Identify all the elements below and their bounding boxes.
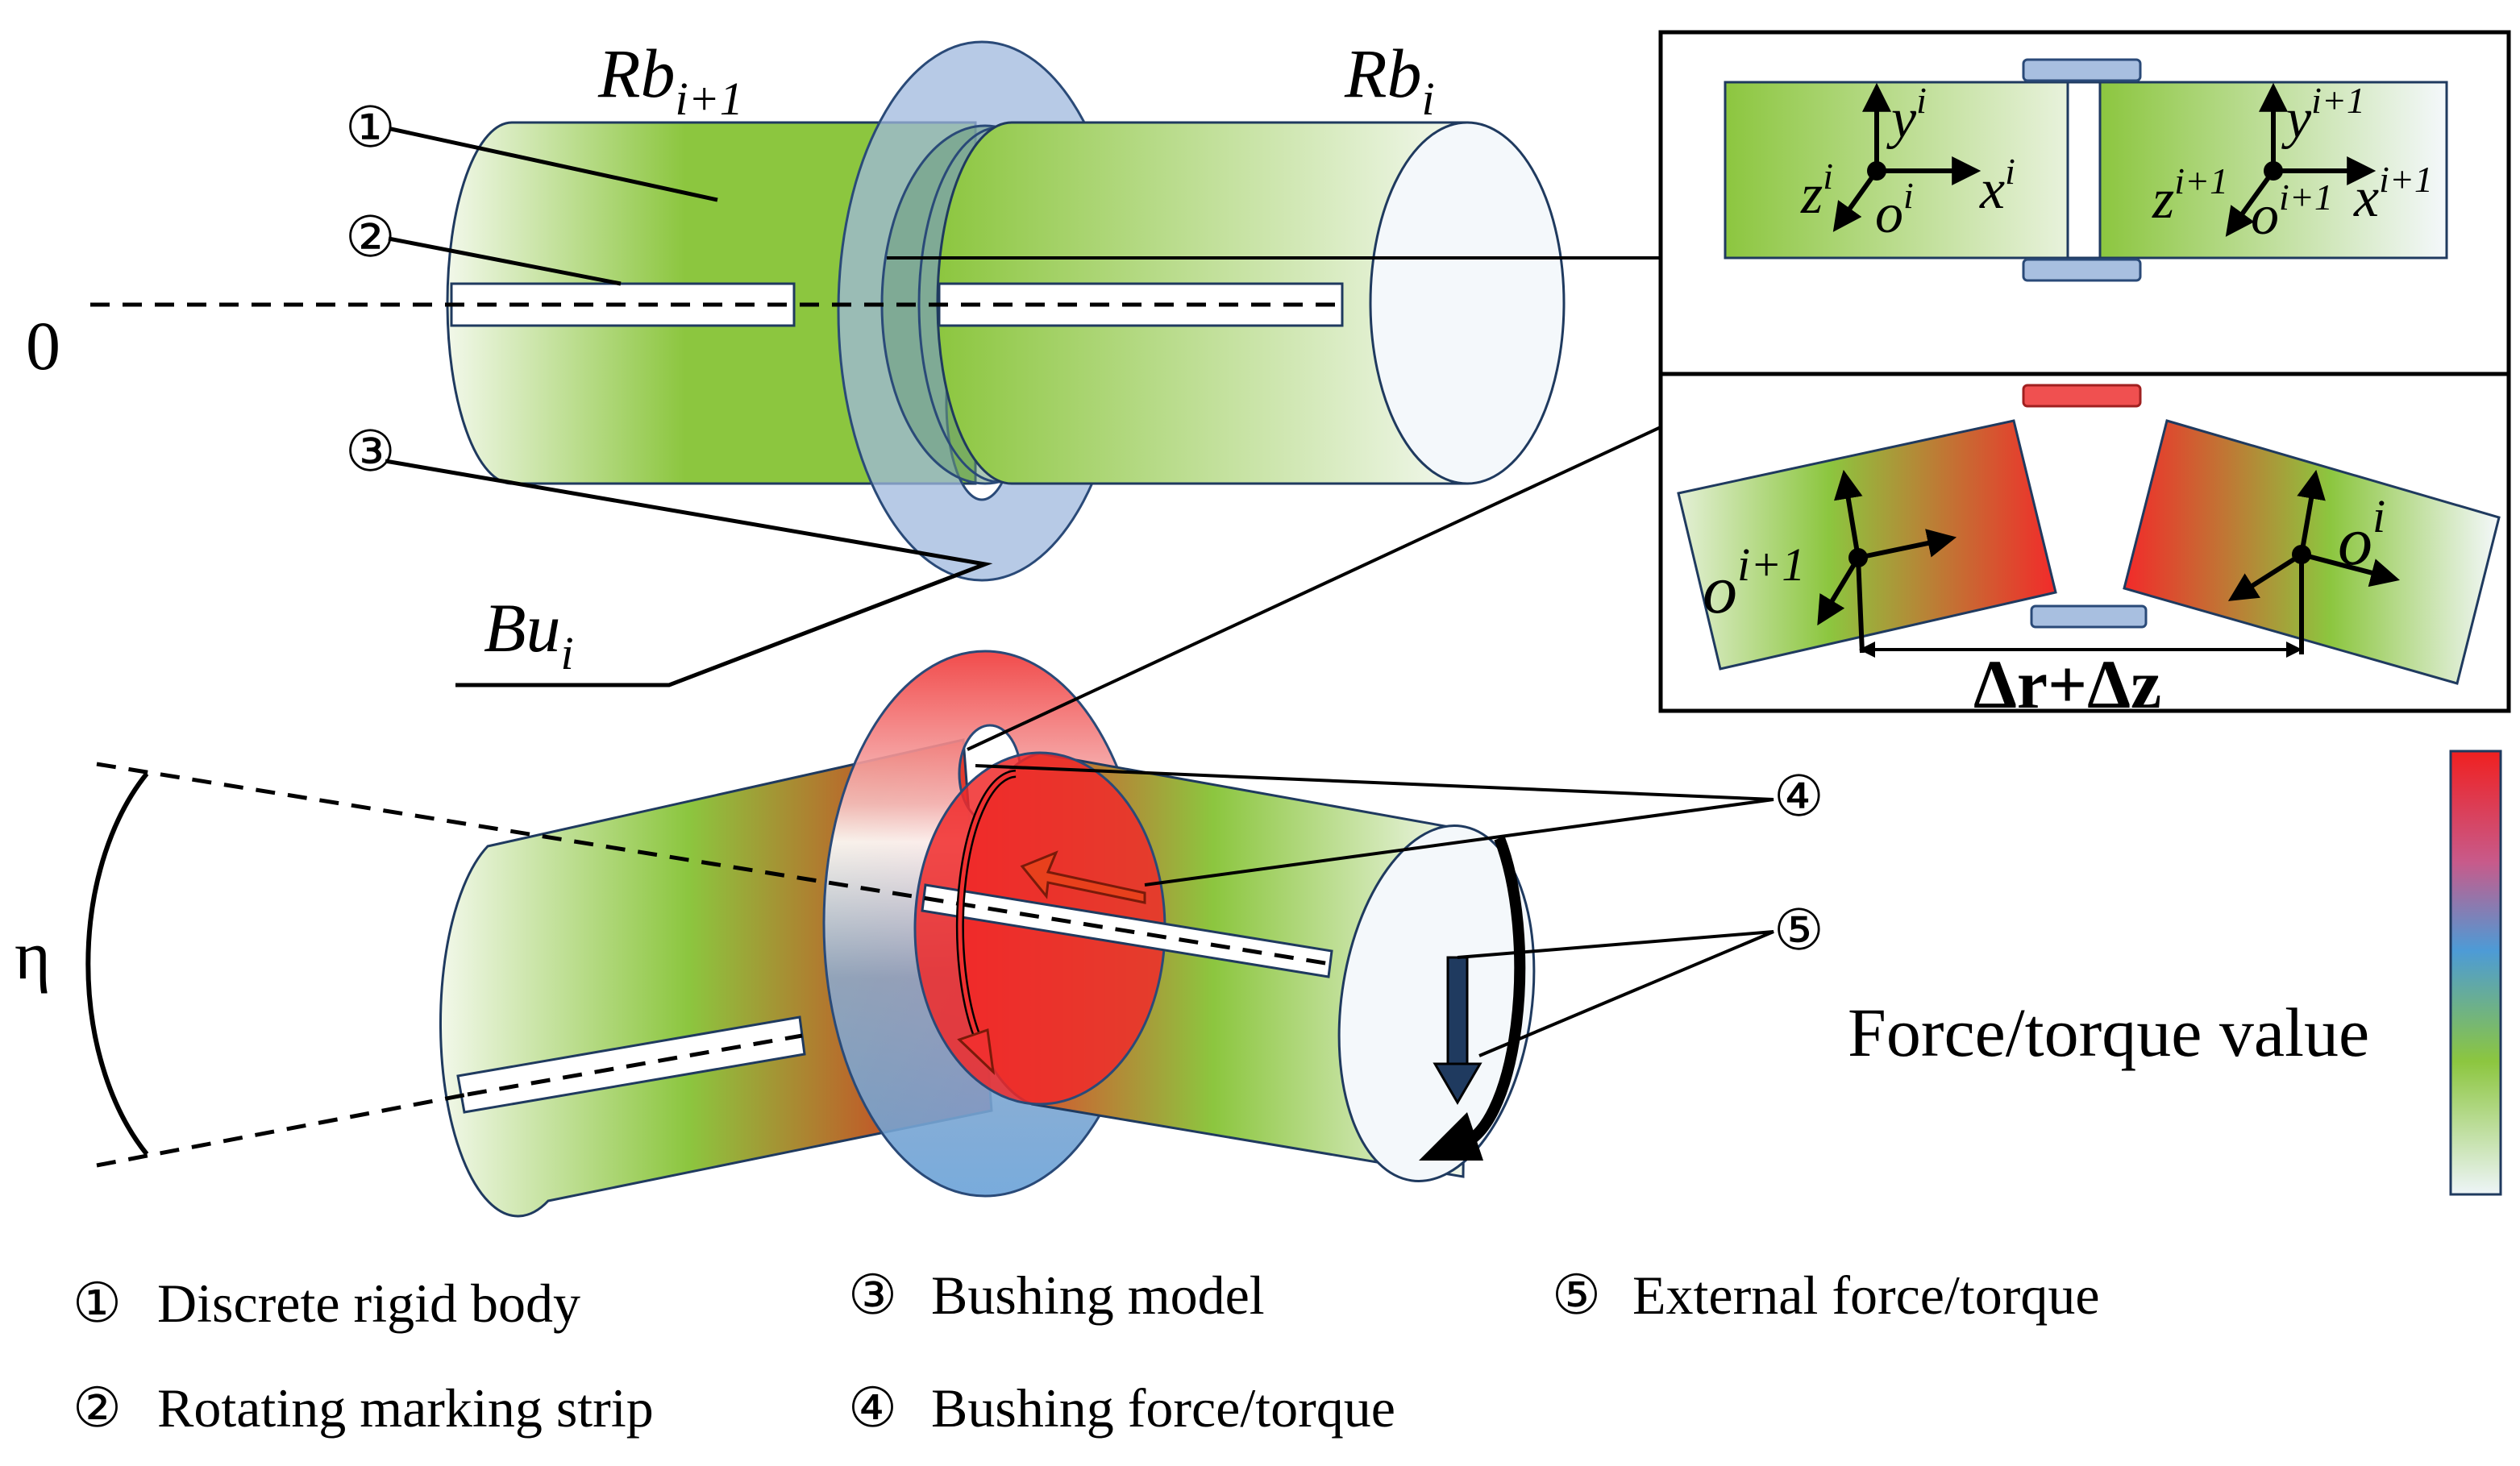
leader-line-5 <box>1457 930 1774 1057</box>
bushing-torque-arrowhead <box>957 1028 996 1076</box>
axes-deflected-left <box>1817 469 1957 654</box>
bushing-force-arrow <box>1020 850 1146 904</box>
inset-panels: yi xi zi oi yi+1 xi+1 zi+1 oi+1 <box>1658 30 2511 723</box>
lower-axis-dashed-bottom <box>96 1092 468 1168</box>
inset-bushing-top <box>2022 58 2142 82</box>
circled-marker-1: ① <box>345 98 396 160</box>
rb-cur-label: Rbi <box>1344 35 1435 125</box>
legend-marker-3: ③ <box>848 1265 897 1326</box>
rigid-body-right-lower-end-face <box>1337 824 1536 1182</box>
lower-axis-dashed-left <box>467 1033 803 1097</box>
axis-y-i: yi <box>1886 80 1927 150</box>
legend-text-3: Bushing model <box>931 1265 1265 1326</box>
circled-marker-5: ⑤ <box>1774 900 1824 962</box>
lower-assembly: η <box>15 426 1774 1218</box>
leader-line-4 <box>975 764 1774 887</box>
origin-dot-deflected-right <box>2292 545 2311 564</box>
rb-cur-base: Rb <box>1344 35 1422 112</box>
inset-bushing-lower <box>2030 604 2148 629</box>
inset-body-deflected-right <box>2123 419 2501 685</box>
force-torque-value-label: Force/torque value <box>1848 994 2369 1071</box>
legend-marker-1: ① <box>73 1273 122 1334</box>
rb-next-base: Rb <box>597 35 676 112</box>
rb-next-label: Rbi+1 <box>597 35 743 125</box>
legend-text-2: Rotating marking strip <box>157 1377 654 1439</box>
origin-o-i1: oi+1 <box>2251 177 2333 247</box>
rigid-body-right-end-face <box>1369 121 1566 485</box>
inset-body-deflected-left <box>1677 419 2057 671</box>
leader-line-to-inset-bottom <box>967 426 1661 751</box>
leader-line-1 <box>390 127 718 202</box>
axes-frame-i <box>1832 82 1981 232</box>
eta-angle-arc <box>85 772 149 1156</box>
top-assembly <box>90 40 1662 687</box>
lower-axis-dashed-top <box>96 762 1331 966</box>
legend-text-1: Discrete rigid body <box>157 1273 580 1334</box>
external-torque-arrowhead <box>1419 1112 1483 1161</box>
inset-gap <box>2066 81 2102 260</box>
legend-marker-2: ② <box>73 1377 122 1439</box>
inset-bushing-red <box>2022 384 2142 408</box>
axis-x-i: xi <box>1979 151 2015 221</box>
axis-z-i: zi <box>1800 156 1833 226</box>
circled-marker-2: ② <box>345 207 396 269</box>
legend-text-4: Bushing force/torque <box>931 1377 1395 1439</box>
bu-base: Bu <box>484 589 561 667</box>
inset-bushing-bottom <box>2022 258 2142 282</box>
origin-o-lower-right: oi <box>2338 490 2385 579</box>
bu-label: Bui <box>484 589 574 679</box>
legend-text-5: External force/torque <box>1632 1265 2100 1326</box>
legend-marker-5: ⑤ <box>1552 1265 1601 1326</box>
axes-frame-i1 <box>2225 82 2377 237</box>
external-torque-arc <box>1458 836 1526 1150</box>
bushing-torque-arc-inner <box>958 771 1017 1049</box>
origin-dot-i1 <box>2264 161 2283 181</box>
delta-label: Δr+Δz <box>1973 646 2161 723</box>
external-force-arrowhead <box>1433 1062 1482 1105</box>
axis-y-i1: yi+1 <box>2281 80 2365 150</box>
external-force-shaft <box>1446 956 1469 1072</box>
rb-next-sub: i+1 <box>676 73 743 125</box>
zero-label: 0 <box>26 307 60 384</box>
rb-cur-sub: i <box>1422 73 1435 125</box>
origin-dot-deflected-left <box>1848 548 1868 567</box>
bu-sub: i <box>561 627 574 679</box>
force-torque-colorbar <box>2449 750 2502 1196</box>
legend-marker-4: ④ <box>848 1377 897 1439</box>
origin-o-lower-left: oi+1 <box>1703 538 1805 628</box>
origin-o-i: oi <box>1875 175 1914 245</box>
legend: ① Discrete rigid body ② Rotating marking… <box>73 1265 2100 1439</box>
eta-label: η <box>15 916 51 994</box>
axis-z-i1: zi+1 <box>2152 160 2228 230</box>
leader-line-2 <box>388 236 622 286</box>
axis-x-i1: xi+1 <box>2353 159 2433 229</box>
axes-deflected-right <box>2227 469 2400 654</box>
leader-line-3 <box>385 459 993 687</box>
origin-dot-i <box>1867 161 1886 181</box>
circled-marker-3: ③ <box>345 422 396 484</box>
circled-marker-4: ④ <box>1774 766 1824 829</box>
